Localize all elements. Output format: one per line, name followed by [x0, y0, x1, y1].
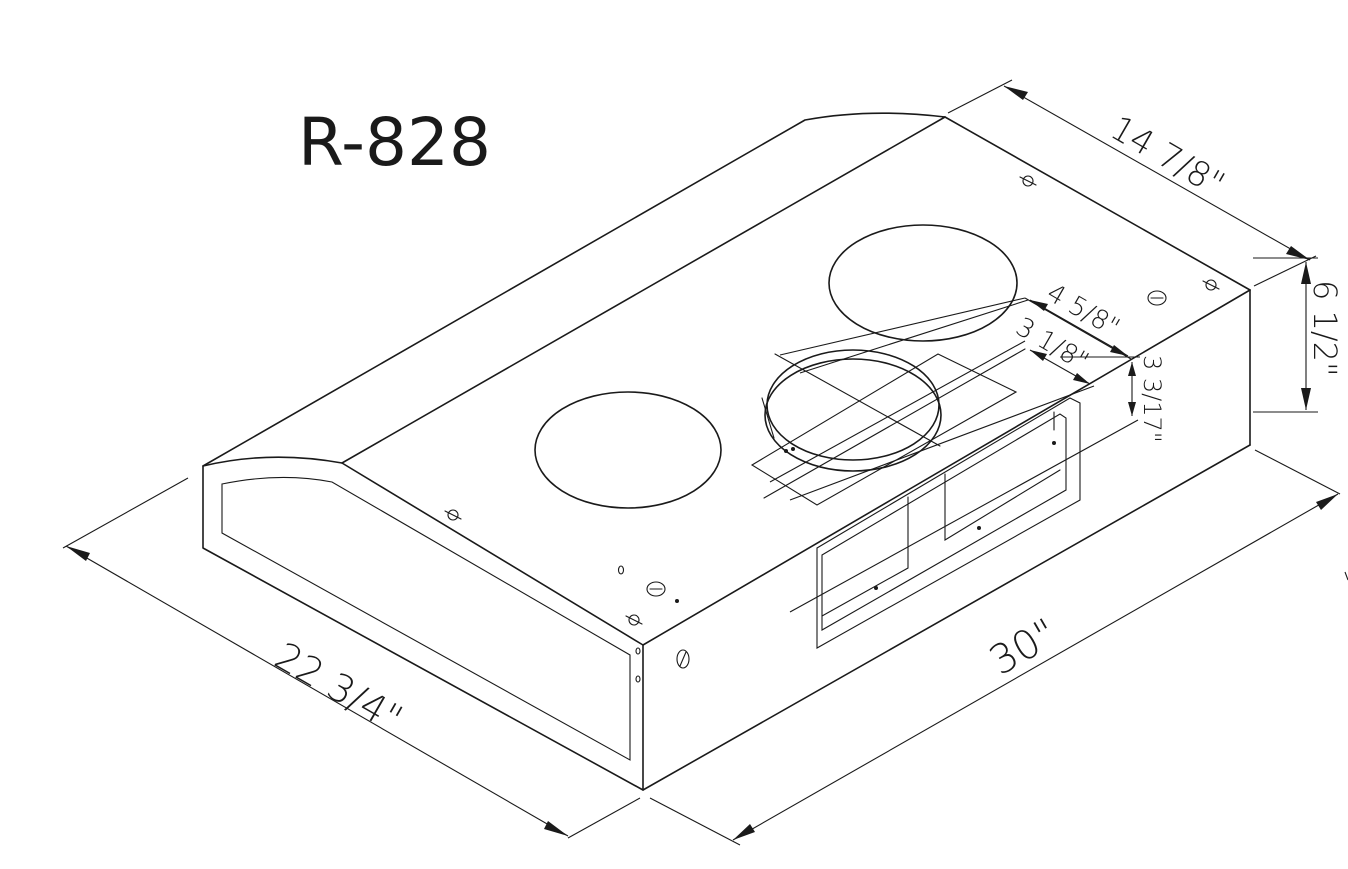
- duct-collar-bottom: [764, 358, 942, 472]
- top-front-edge: [642, 289, 1251, 646]
- plate-hole-1: [784, 449, 788, 453]
- top-ridge: [341, 116, 946, 464]
- sub-panel-right-hole: [977, 526, 981, 530]
- hood-body: [202, 112, 1251, 791]
- front-panel-outline: [202, 456, 644, 791]
- dim-label-depth-top: 14 7/8": [1104, 108, 1232, 205]
- dim-line-width: [732, 493, 1339, 841]
- electrical-panel-inner: [821, 413, 1067, 631]
- plate-hole-2: [791, 447, 795, 451]
- top-back-edge: [944, 116, 1251, 291]
- top-features: [444, 175, 1220, 626]
- front-panel-inner: [221, 476, 631, 761]
- knockout-right: [828, 224, 1018, 342]
- duct-plate: [750, 353, 1018, 506]
- screw-front-corner: [676, 649, 690, 669]
- dim-label-duct-offset: 3 3/17": [1138, 355, 1166, 443]
- front-hole-2: [635, 675, 641, 683]
- screw-top-right: [1147, 290, 1167, 306]
- dim-label-width: 30": [982, 610, 1065, 684]
- keyhole-slot-2: [625, 614, 643, 626]
- sub-panel-left: [821, 496, 909, 617]
- dim-line-duct-long: [1029, 299, 1129, 357]
- sub-panel-right: [944, 469, 1061, 541]
- knockout-left: [534, 391, 722, 509]
- bottom-front-edge: [642, 444, 1251, 791]
- dimension-lines: [62, 79, 1348, 846]
- keyhole-slot-3: [1019, 175, 1037, 187]
- front-hole-1: [635, 647, 641, 655]
- sub-panel-left-hole: [874, 586, 878, 590]
- keyhole-slot-4: [1202, 279, 1220, 291]
- small-hole-left: [675, 599, 679, 603]
- top-left-edge: [202, 112, 946, 467]
- front-features: [635, 397, 1081, 683]
- keyhole-slot-1: [444, 509, 462, 521]
- panel-hole-right: [1052, 441, 1056, 445]
- dim-line-depth-top: [1003, 85, 1311, 261]
- small-slot-left: [617, 565, 625, 575]
- dim-line-depth-side: [65, 545, 569, 837]
- duct-collar-tab: [761, 397, 775, 439]
- model-title: R-828: [298, 104, 491, 181]
- screw-top-left: [646, 581, 666, 597]
- dim-label-height: 6 1/2": [1306, 280, 1344, 377]
